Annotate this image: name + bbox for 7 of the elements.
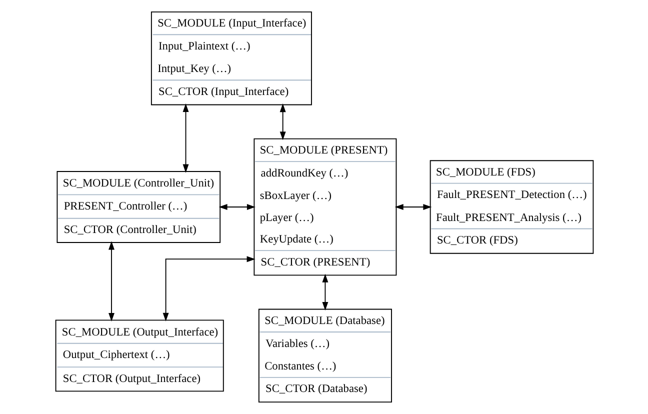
arrow: [162, 256, 255, 322]
arrow: [394, 204, 432, 210]
arrow: [279, 104, 286, 140]
arrow: [108, 241, 114, 322]
arrow: [218, 204, 255, 210]
arrow: [322, 274, 328, 311]
arrow: [182, 103, 188, 173]
